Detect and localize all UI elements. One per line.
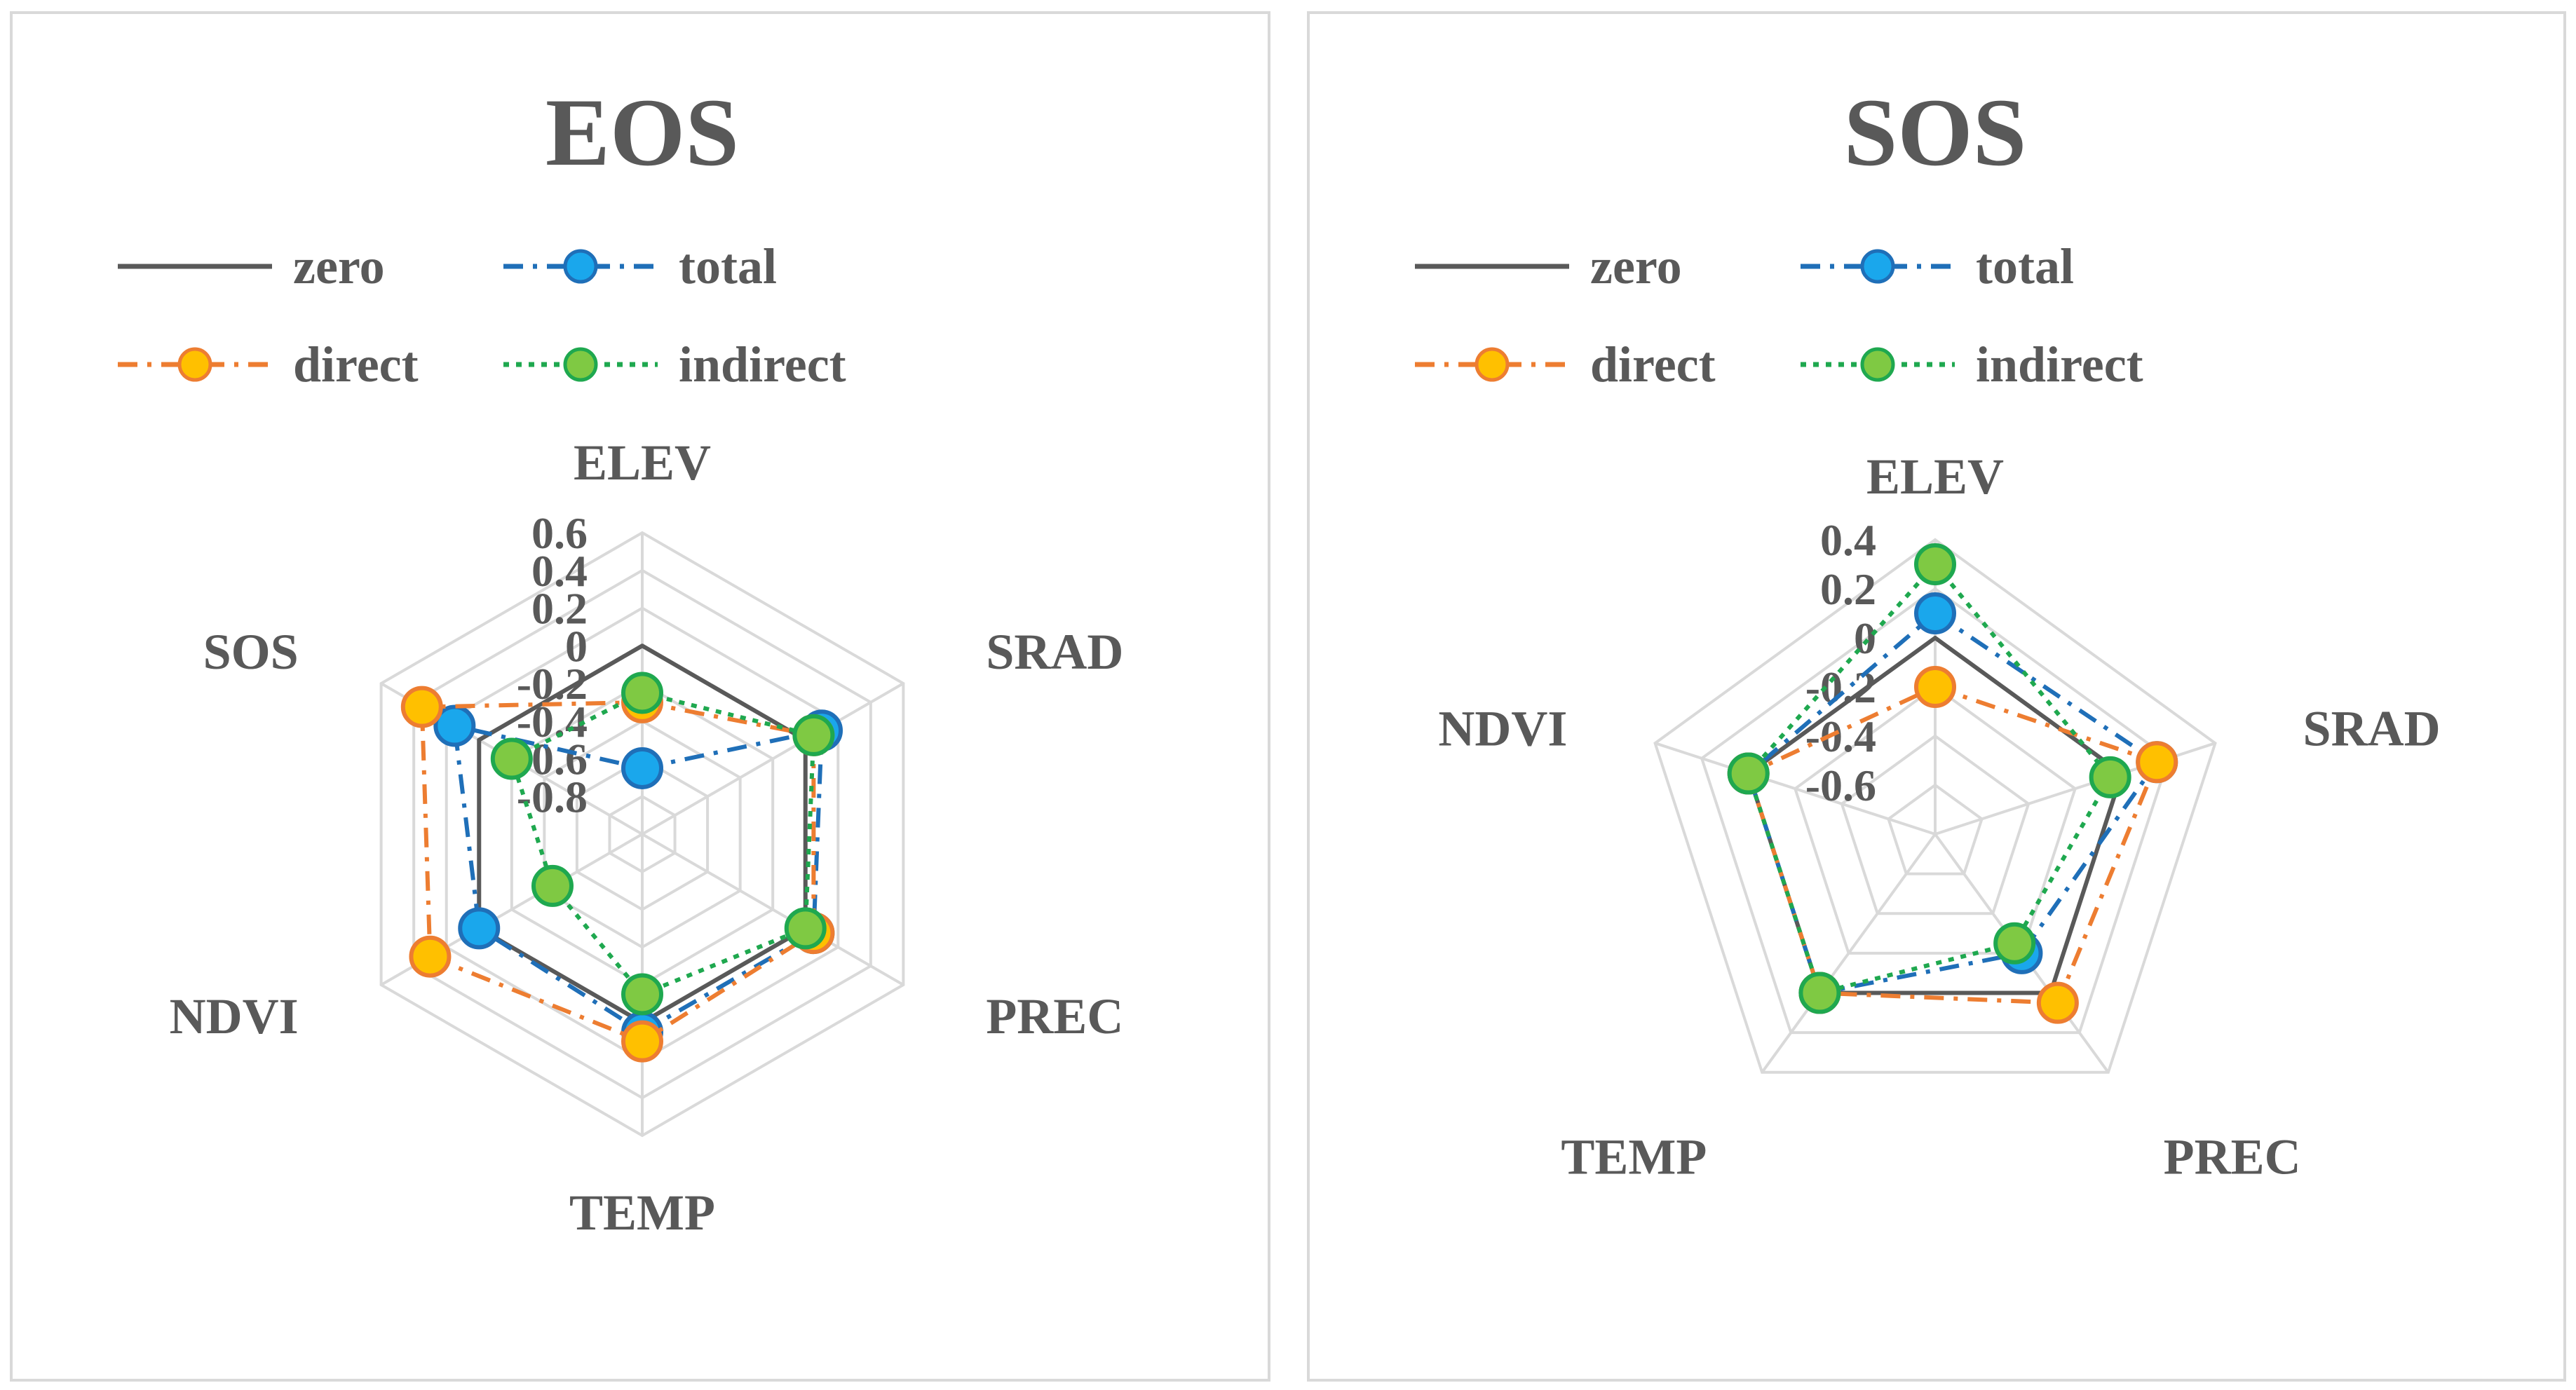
eos-axis-label-sos: SOS [203, 624, 299, 680]
sos-legend-direct: direct [1415, 336, 1716, 393]
eos-tick-label: 0.6 [531, 508, 588, 558]
eos-legend-marker-indirect [563, 347, 598, 382]
sos-point-indirect-prec [1993, 922, 2036, 965]
eos-legend-marker-total [563, 249, 598, 284]
eos-point-direct-sos [400, 686, 443, 728]
sos-legend-label-indirect: indirect [1976, 336, 2143, 393]
eos-legend-zero: zero [118, 238, 385, 294]
eos-tick-label: 0 [565, 621, 588, 671]
eos-point-total-sos [433, 704, 476, 747]
eos-point-direct-ndvi [409, 935, 452, 978]
eos-axis-label-srad: SRAD [986, 624, 1123, 680]
sos-chart-title: SOS [1844, 79, 2027, 186]
eos-axis-label-ndvi: NDVI [170, 988, 299, 1044]
sos-legend-label-direct: direct [1590, 336, 1716, 393]
sos-axis-label-prec: PREC [2164, 1129, 2301, 1185]
eos-point-indirect-prec [784, 907, 827, 950]
sos-legend-marker-indirect [1860, 347, 1895, 382]
eos-legend-total: total [503, 238, 777, 294]
sos-grid-ring [1653, 538, 2217, 1074]
sos-point-direct-elev [1914, 666, 1956, 708]
sos-legend-zero: zero [1415, 238, 1682, 294]
sos-tick-label: 0.2 [1820, 564, 1876, 614]
eos-chart-title: EOS [545, 79, 739, 186]
sos-axis-label-ndvi: NDVI [1438, 700, 1567, 756]
sos-legend-marker-direct [1475, 347, 1510, 382]
sos-point-indirect-srad [2089, 756, 2131, 798]
eos-legend-label-direct: direct [293, 336, 419, 393]
sos-series-direct [1746, 685, 2160, 1005]
eos-point-indirect-elev [621, 672, 663, 714]
eos-axis-label-prec: PREC [986, 988, 1123, 1044]
eos-tick-label: 0.4 [531, 546, 588, 596]
sos-grid-spoke [1654, 742, 1936, 836]
sos-axis-label-temp: TEMP [1561, 1129, 1707, 1185]
sos-tick-label: 0.4 [1820, 515, 1876, 565]
sos-series-total [1746, 611, 2160, 995]
eos-tick-label: 0.2 [531, 584, 588, 634]
eos-axis-label-elev: ELEV [574, 435, 711, 491]
eos-legend-label-total: total [679, 238, 777, 294]
sos-point-indirect-elev [1914, 543, 1956, 585]
eos-point-direct-temp [621, 1020, 663, 1063]
eos-legend-label-zero: zero [293, 238, 385, 294]
sos-legend-indirect: indirect [1801, 336, 2143, 393]
eos-point-indirect-srad [792, 714, 835, 756]
sos-point-indirect-temp [1798, 972, 1841, 1014]
sos-axis-label-srad: SRAD [2303, 700, 2441, 756]
sos-grid-ring [1700, 587, 2171, 1035]
sos-grid-spoke [1761, 833, 1937, 1073]
sos-point-direct-srad [2136, 741, 2178, 784]
eos-tick-label: -0.8 [517, 772, 588, 822]
eos-grid-spoke [641, 833, 904, 986]
sos-axis-label-elev: ELEV [1866, 449, 2004, 505]
eos-legend-indirect: indirect [503, 336, 846, 393]
sos-tick-label: 0 [1854, 613, 1876, 663]
sos-point-direct-prec [2036, 981, 2079, 1024]
eos-axis-label-temp: TEMP [569, 1185, 715, 1241]
sos-grid-ring [1793, 685, 2077, 955]
sos-legend-marker-total [1860, 249, 1895, 284]
sos-series-indirect [1746, 562, 2113, 995]
eos-point-total-elev [621, 747, 663, 789]
sos-legend-total: total [1801, 238, 2074, 294]
sos-grid-ring [1840, 734, 2031, 915]
sos-grid-ring [1887, 783, 1984, 875]
eos-legend-direct: direct [118, 336, 419, 393]
eos-grid-spoke [641, 682, 904, 836]
sos-legend-label-total: total [1976, 238, 2074, 294]
sos-tick-label: -0.6 [1805, 761, 1876, 810]
sos-point-indirect-ndvi [1727, 752, 1770, 795]
sos-point-total-elev [1914, 592, 1956, 634]
eos-point-indirect-temp [621, 973, 663, 1016]
eos-legend-label-indirect: indirect [679, 336, 846, 393]
eos-point-indirect-ndvi [531, 864, 574, 907]
eos-point-indirect-sos [490, 737, 533, 780]
eos-point-total-ndvi [458, 907, 501, 950]
eos-legend-marker-direct [177, 347, 212, 382]
sos-legend-label-zero: zero [1590, 238, 1682, 294]
